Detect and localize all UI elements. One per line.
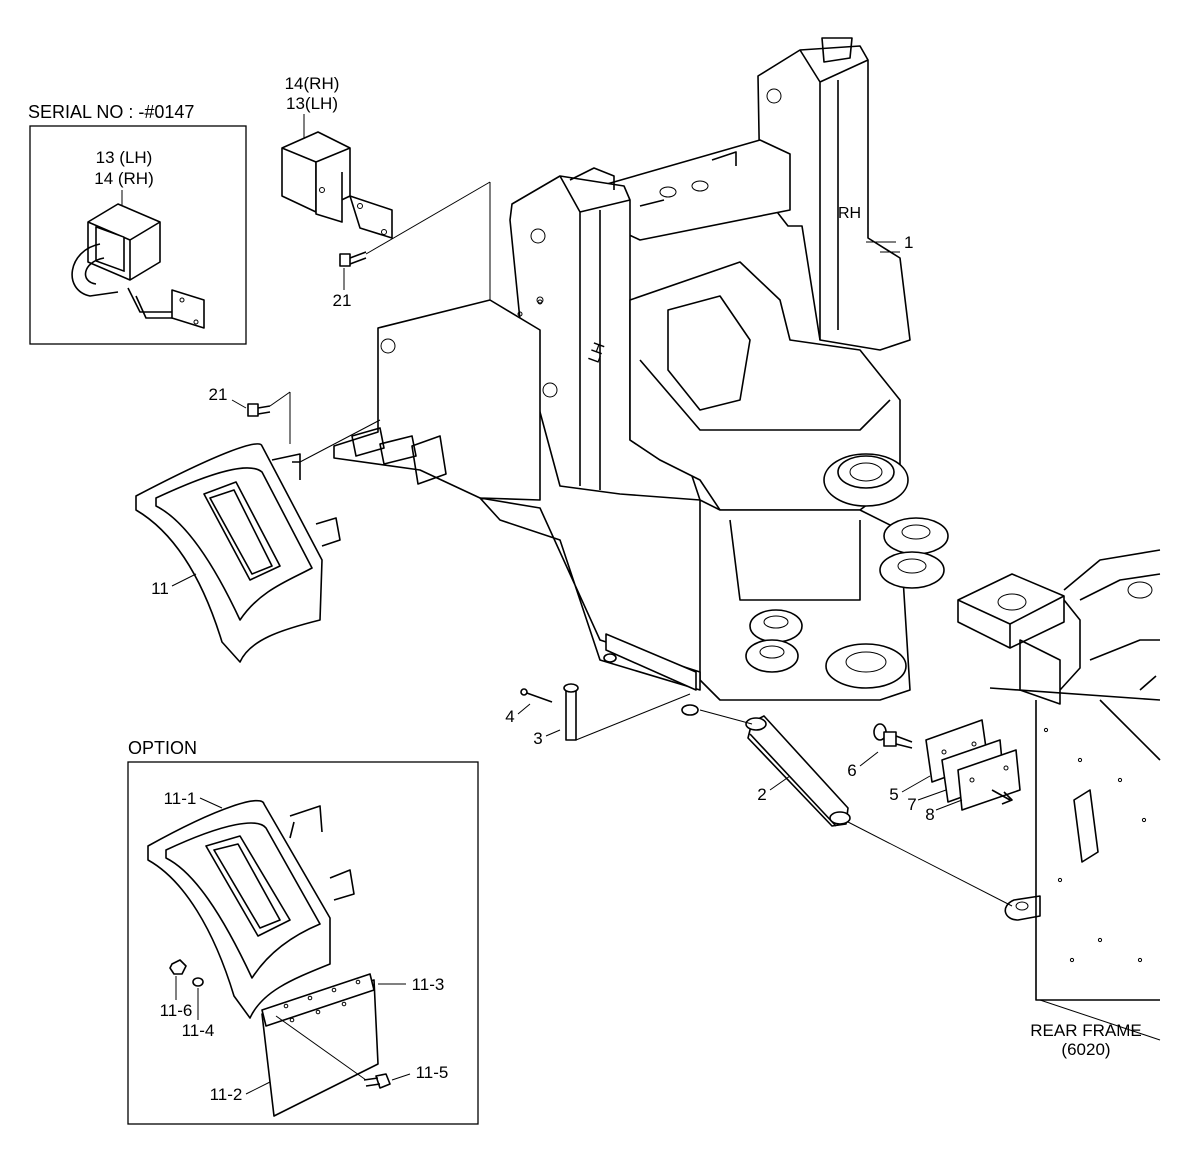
label-5: 5 — [889, 785, 898, 804]
steering-link-2: 2 — [699, 709, 1013, 907]
label-4: 4 — [505, 707, 514, 726]
option-header: OPTION — [128, 738, 197, 758]
serial-inset-frame — [29, 125, 247, 345]
label-6: 6 — [847, 761, 856, 780]
bolt-6 — [873, 723, 913, 749]
rear-frame-code: (6020) — [1061, 1040, 1110, 1059]
rear-frame-name: REAR FRAME — [1030, 1021, 1141, 1040]
label-1: 1 — [904, 233, 913, 252]
label-14rh: 14(RH) — [285, 74, 340, 93]
serial-inset: SERIAL NO : -#0147 13 (LH) 14 (RH) — [28, 102, 247, 345]
option-frame — [127, 761, 479, 1125]
label-21-lower: 21 — [209, 385, 228, 404]
washer-11-4 — [192, 977, 204, 987]
shim-group: 6 5 7 8 — [847, 719, 1021, 824]
serial-inset-label-lh: 13 (LH) — [96, 148, 153, 167]
label-2: 2 — [757, 785, 766, 804]
direction-arrow-icon — [991, 789, 1013, 805]
inset-bracket-drawing — [71, 203, 205, 329]
label-11-4: 11-4 — [182, 1021, 215, 1040]
pin-group: 4 3 — [505, 683, 691, 748]
label-11-5: 11-5 — [416, 1063, 449, 1082]
fender-11: 21 11 — [135, 385, 381, 663]
main-front-frame: RH LH — [333, 37, 949, 716]
lh-mark: LH — [586, 340, 609, 365]
label-11: 11 — [151, 579, 169, 598]
label-3: 3 — [533, 729, 542, 748]
upper-bracket-group: 14(RH) 13(LH) 21 — [281, 74, 491, 310]
label-13lh: 13(LH) — [286, 94, 338, 113]
serial-inset-label-rh: 14 (RH) — [94, 169, 154, 188]
label-21-upper: 21 — [333, 291, 352, 310]
label-11-6: 11-6 — [160, 1001, 193, 1020]
bolt-21-upper — [339, 251, 367, 267]
label-11-1: 11-1 — [164, 789, 197, 808]
bolt-21-lower — [247, 403, 271, 417]
rh-mark: RH — [838, 205, 861, 222]
nut-11-6 — [169, 959, 187, 975]
shim-8 — [957, 749, 1021, 811]
label-11-2: 11-2 — [210, 1085, 243, 1104]
option-inset: OPTION 11-1 11-3 11-6 11-4 11-2 — [127, 738, 479, 1125]
label-7: 7 — [907, 795, 916, 814]
rear-frame: REAR FRAME (6020) — [957, 549, 1161, 1059]
bolt-11-5 — [363, 1073, 391, 1089]
label-8: 8 — [925, 805, 934, 824]
serial-inset-header: SERIAL NO : -#0147 — [28, 102, 194, 122]
label-11-3: 11-3 — [412, 975, 445, 994]
